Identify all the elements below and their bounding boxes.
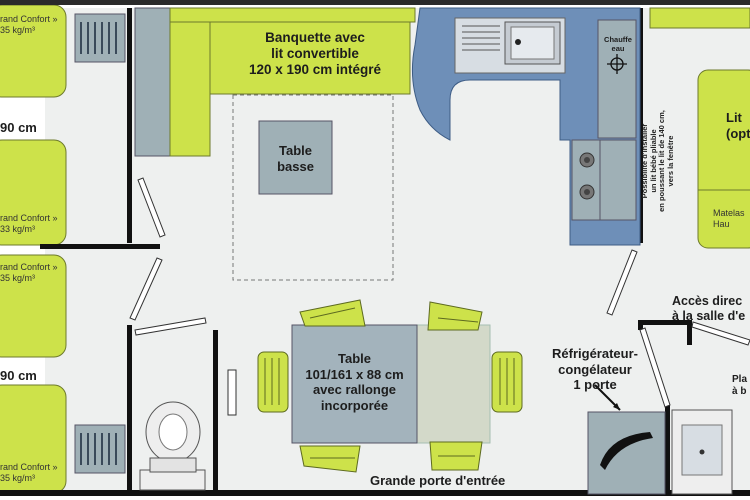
bed-size-top: 90 cm [0, 120, 37, 135]
bed-2 [0, 139, 67, 246]
chair-slats [264, 307, 515, 459]
double-bed [697, 69, 750, 249]
doors [129, 177, 750, 416]
mattress-label-4: rand Confort » 35 kg/m³ [0, 462, 58, 483]
bathroom-right [671, 409, 733, 495]
dining-area [257, 299, 523, 473]
bed-size-bottom: 90 cm [0, 368, 37, 383]
bedroom-left [0, 4, 126, 494]
mattress-label-3: rand Confort » 35 kg/m³ [0, 262, 58, 283]
fridge-area [587, 384, 666, 495]
water-heater-icon [597, 19, 637, 139]
kitchen [411, 7, 641, 246]
drain-icon [515, 39, 521, 45]
fridge-label: Réfrigérateur- congélateur 1 porte [552, 346, 638, 393]
coffee-table-label: Table basse [277, 143, 314, 174]
entrance-label: Grande porte d'entrée [370, 473, 506, 488]
table-extension [414, 324, 491, 444]
water-heater-label: Chauffe eau [604, 35, 632, 53]
optional-bed-label: Lit (option [726, 110, 750, 141]
sofa-seat [209, 19, 411, 95]
fridge [587, 411, 666, 495]
banquette-label: Banquette avec lit convertible 120 x 190… [248, 30, 382, 78]
stove-icon [571, 139, 603, 221]
bed-outline [232, 94, 394, 281]
wc [139, 401, 206, 491]
living-room [134, 7, 416, 281]
radiator-icon [74, 13, 126, 63]
dining-table [291, 324, 418, 444]
mattress-label-1: rand Confort » 35 kg/m³ [0, 14, 58, 35]
bed-3 [0, 254, 67, 358]
radiator-icon [74, 424, 126, 474]
dining-table-label: Table 101/161 x 88 cm avec rallonge inco… [305, 351, 404, 413]
bathroom-access-label: Accès direc à la salle d'e [672, 294, 746, 323]
baby-bed-note: Possibilité d'installer un lit bébé plia… [640, 110, 675, 212]
mattress-right-label: Matelas Hau [713, 208, 745, 229]
sofa-side [169, 19, 211, 157]
fridge-door-swing [600, 432, 653, 470]
sofa-back [169, 7, 416, 23]
bedroom-right [649, 7, 750, 249]
coffee-table [258, 120, 333, 195]
cupboard-label: Pla à b [732, 374, 748, 397]
mattress-label-2: rand Confort » 33 kg/m³ [0, 213, 58, 234]
sofa-armrest [134, 7, 171, 157]
